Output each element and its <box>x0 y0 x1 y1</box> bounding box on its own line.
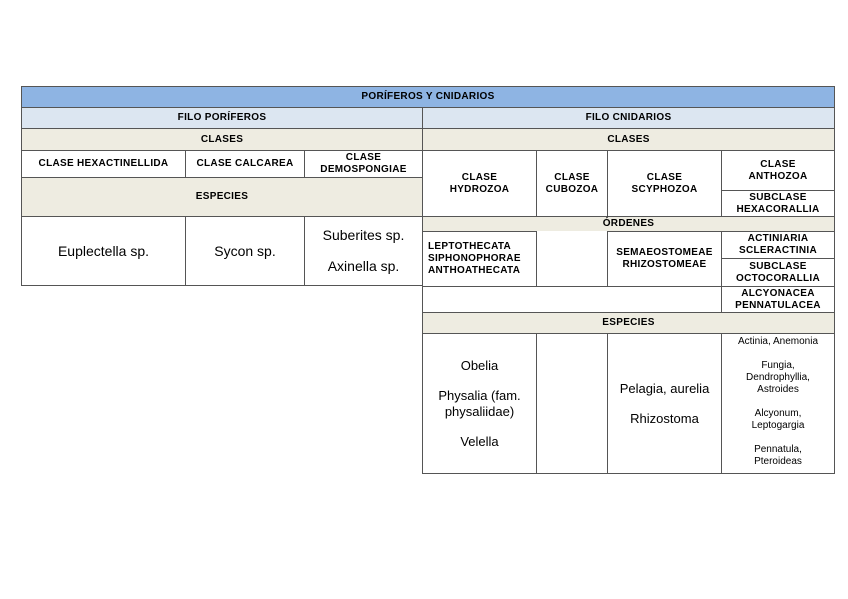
anthozoa-especies: Actinia, Anemonia Fungia, Dendrophyllia,… <box>721 333 835 474</box>
orden-leptothecata: LEPTOTHECATA <box>428 241 512 252</box>
cubozoa-especies-empty <box>536 333 607 474</box>
hexacorallia-ordenes: ACTINIARIA SCLERACTINIA <box>721 231 835 258</box>
octocorallia-ordenes: ALCYONACEA PENNATULACEA <box>721 286 835 312</box>
clase-calcarea: CLASE CALCAREA <box>185 150 304 177</box>
cnidarios-clases-header: CLASES <box>422 128 835 150</box>
clase-scyphozoa-label: CLASE SCYPHOZOA <box>631 171 698 195</box>
orden-alcyonacea: ALCYONACEA <box>741 287 815 299</box>
cubozoa-ordenes-empty <box>536 231 607 286</box>
especie-physalia: Physalia (fam. physaliidae) <box>438 387 521 419</box>
poriferos-especies-header: ESPECIES <box>21 177 422 216</box>
subclase-octocorallia: SUBCLASE OCTOCORALLIA <box>721 258 835 286</box>
filo-poriferos-header: FILO PORÍFEROS <box>21 107 422 128</box>
especie-obelia: Obelia <box>460 357 499 373</box>
orden-siphonophorae: SIPHONOPHORAE <box>428 253 521 264</box>
clase-cubozoa: CLASE CUBOZOA <box>536 150 607 216</box>
especie-velella: Velella <box>460 433 499 449</box>
table-title: PORÍFEROS Y CNIDARIOS <box>21 86 835 107</box>
cnidarios-ordenes-header: ÓRDENES <box>422 216 835 231</box>
clase-cubozoa-label: CLASE CUBOZOA <box>545 171 599 195</box>
especie-euplectella: Euplectella sp. <box>21 216 185 286</box>
especie-actinia: Actinia, Anemonia <box>737 336 819 347</box>
orden-semaeostomeae: SEMAEOSTOMEAE <box>616 247 713 258</box>
subclase-hexacorallia: SUBCLASE HEXACORALLIA <box>721 190 835 216</box>
orden-actiniaria: ACTINIARIA <box>747 233 809 244</box>
clase-anthozoa: CLASE ANTHOZOA <box>721 150 835 190</box>
especie-sycon: Sycon sp. <box>185 216 304 286</box>
scyphozoa-especies: Pelagia, aurelia Rhizostoma <box>607 333 721 474</box>
clase-scyphozoa: CLASE SCYPHOZOA <box>607 150 721 216</box>
hydrozoa-ordenes: LEPTOTHECATA SIPHONOPHORAE ANTHOATHECATA <box>422 231 536 286</box>
poriferos-clases-header: CLASES <box>21 128 422 150</box>
cnidarios-especies-header: ESPECIES <box>422 312 835 333</box>
filo-cnidarios-header: FILO CNIDARIOS <box>422 107 835 128</box>
clase-demospongiae: CLASE DEMOSPONGIAE <box>304 150 422 177</box>
clase-hexactinellida: CLASE HEXACTINELLIDA <box>21 150 185 177</box>
orden-scleractinia: SCLERACTINIA <box>738 245 818 256</box>
especies-demospongiae: Suberites sp. Axinella sp. <box>304 216 422 286</box>
clase-hydrozoa: CLASE HYDROZOA <box>422 150 536 216</box>
especie-fungia: Fungia, Dendrophyllia, Astroides <box>746 360 810 395</box>
clase-hydrozoa-label: CLASE HYDROZOA <box>449 171 510 195</box>
especie-rhizostoma: Rhizostoma <box>630 410 699 426</box>
especie-pelagia-aurelia: Pelagia, aurelia <box>619 380 710 396</box>
orden-rhizostomeae: RHIZOSTOMEAE <box>622 259 707 270</box>
especie-pennatula: Pennatula, Pteroideas <box>754 444 802 467</box>
orden-pennatulacea: PENNATULACEA <box>735 299 821 311</box>
cnidarios-ordenes-spacer <box>422 286 721 312</box>
especie-suberites: Suberites sp. <box>322 227 405 243</box>
clase-anthozoa-label: CLASE ANTHOZOA <box>748 158 808 182</box>
orden-anthoathecata: ANTHOATHECATA <box>428 265 521 276</box>
scyphozoa-ordenes: SEMAEOSTOMEAE RHIZOSTOMEAE <box>607 231 721 286</box>
hydrozoa-especies: Obelia Physalia (fam. physaliidae) Velel… <box>422 333 536 474</box>
especie-alcyonum: Alcyonum, Leptogargia <box>751 408 805 431</box>
especie-axinella: Axinella sp. <box>327 258 400 274</box>
